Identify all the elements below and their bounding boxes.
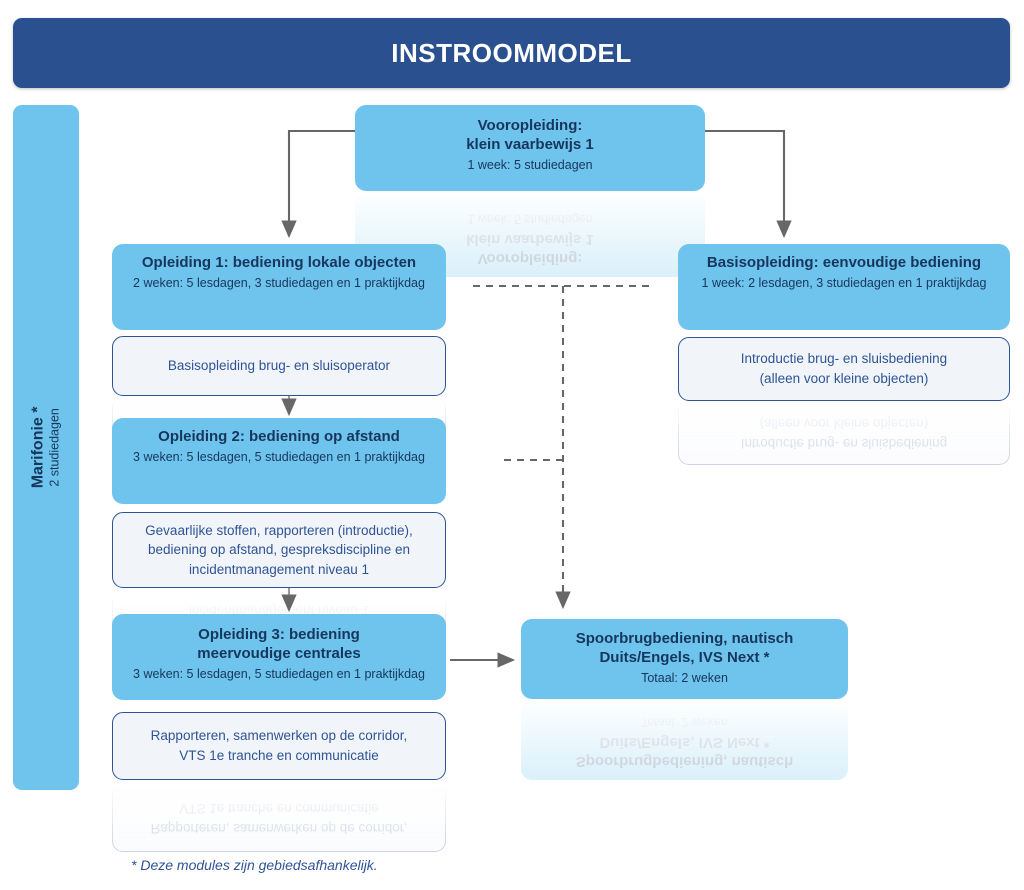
reflection-text: Introductie brug- en sluisbediening <box>740 435 948 451</box>
page-title: INSTROOMMODEL <box>391 37 632 68</box>
node-opleiding3-subtitle: 3 weken: 5 lesdagen, 5 studiedagen en 1 … <box>133 666 425 681</box>
reflection-text: (alleen voor kleine objecten) <box>759 416 929 431</box>
node-opleiding3-modules[interactable]: Rapporteren, samenwerken op de corridor,… <box>112 712 446 780</box>
node-spoorbrug-subtitle: Totaal: 2 weken <box>641 670 728 685</box>
node-opleiding3[interactable]: Opleiding 3: bediening meervoudige centr… <box>112 614 446 700</box>
node-spoorbrug-title-line1: Spoorbrugbediening, nautisch <box>575 630 794 647</box>
node-vooropleiding-title-line2: klein vaarbewijs 1 <box>466 135 594 153</box>
node-opleiding2-modules-line2: bediening op afstand, gespreksdiscipline… <box>148 542 410 558</box>
connector-vooropleiding-to-basisopleiding <box>705 129 792 239</box>
connector-vooropleiding-to-opleiding1 <box>281 129 355 239</box>
sidebar-marifonie-subtitle: 2 studiedagen <box>47 408 62 487</box>
node-spoorbrug[interactable]: Spoorbrugbediening, nautisch Duits/Engel… <box>521 619 848 699</box>
node-spoorbrug-title-line2: Duits/Engels, IVS Next * <box>599 648 770 666</box>
sidebar-marifonie-label: Marifonie * 2 studiedagen <box>29 407 64 489</box>
node-opleiding1-subtitle: 2 weken: 5 lesdagen, 3 studiedagen en 1 … <box>133 275 425 290</box>
reflection-text: 1 week: 5 studiedagen <box>467 212 593 227</box>
reflection-text: Spoorbrugbediening, nautisch <box>575 753 794 770</box>
node-opleiding3-modules-line2: VTS 1e tranche en communicatie <box>179 748 379 763</box>
node-opleiding2-modules-line1: Gevaarlijke stoffen, rapporteren (introd… <box>145 522 413 538</box>
node-basisopleiding-title: Basisopleiding: eenvoudige bediening <box>706 254 982 271</box>
sidebar-marifonie-title: Marifonie * <box>29 406 47 489</box>
reflection-spoorbrug: Spoorbrugbediening, nautisch Duits/Engel… <box>521 700 848 780</box>
footnote: * Deze modules zijn gebiedsafhankelijk. <box>131 857 378 873</box>
node-opleiding1-modules-text: Basisopleiding brug- en sluisoperator <box>167 358 391 374</box>
node-opleiding2-modules[interactable]: Gevaarlijke stoffen, rapporteren (introd… <box>112 512 446 588</box>
node-basisopleiding-modules[interactable]: Introductie brug- en sluisbediening (all… <box>678 337 1010 401</box>
node-opleiding1[interactable]: Opleiding 1: bediening lokale objecten 2… <box>112 244 446 330</box>
node-basisopleiding-subtitle: 1 week: 2 lesdagen, 3 studiedagen en 1 p… <box>701 275 987 290</box>
node-vooropleiding[interactable]: Vooropleiding: klein vaarbewijs 1 1 week… <box>355 105 705 191</box>
reflection-text: klein vaarbewijs 1 <box>466 231 594 249</box>
reflection-opleiding3-modules: Rapporteren, samenwerken op de corridor,… <box>112 784 446 852</box>
reflection-text: Duits/Engels, IVS Next * <box>599 734 770 752</box>
reflection-text: Rapporteren, samenwerken op de corridor, <box>150 820 408 836</box>
reflection-text: Vooropleiding: <box>477 250 583 267</box>
node-opleiding2-modules-line3: incidentmanagement niveau 1 <box>188 561 370 577</box>
node-basisopleiding[interactable]: Basisopleiding: eenvoudige bediening 1 w… <box>678 244 1010 330</box>
node-vooropleiding-title-line1: Vooropleiding: <box>477 117 583 134</box>
node-opleiding2-title: Opleiding 2: bediening op afstand <box>158 428 400 445</box>
node-opleiding3-title-line1: Opleiding 3: bediening <box>198 626 360 643</box>
page-title-banner: INSTROOMMODEL <box>13 18 1010 88</box>
node-basisopleiding-modules-line1: Introductie brug- en sluisbediening <box>740 351 948 367</box>
reflection-text: Totaal: 2 weken <box>641 715 728 730</box>
reflection-basisopleiding-modules: Introductie brug- en sluisbediening (all… <box>678 401 1010 465</box>
node-opleiding2-subtitle: 3 weken: 5 lesdagen, 5 studiedagen en 1 … <box>133 449 425 464</box>
node-opleiding1-title: Opleiding 1: bediening lokale objecten <box>141 254 417 271</box>
node-basisopleiding-modules-line2: (alleen voor kleine objecten) <box>759 371 929 386</box>
node-opleiding3-modules-line1: Rapporteren, samenwerken op de corridor, <box>150 728 408 744</box>
sidebar-marifonie[interactable]: Marifonie * 2 studiedagen <box>13 105 79 790</box>
node-opleiding2[interactable]: Opleiding 2: bediening op afstand 3 weke… <box>112 418 446 504</box>
node-opleiding3-title-line2: meervoudige centrales <box>197 644 361 662</box>
reflection-text: VTS 1e tranche en communicatie <box>179 801 379 816</box>
node-vooropleiding-subtitle: 1 week: 5 studiedagen <box>467 157 593 172</box>
node-opleiding1-modules[interactable]: Basisopleiding brug- en sluisoperator <box>112 336 446 396</box>
